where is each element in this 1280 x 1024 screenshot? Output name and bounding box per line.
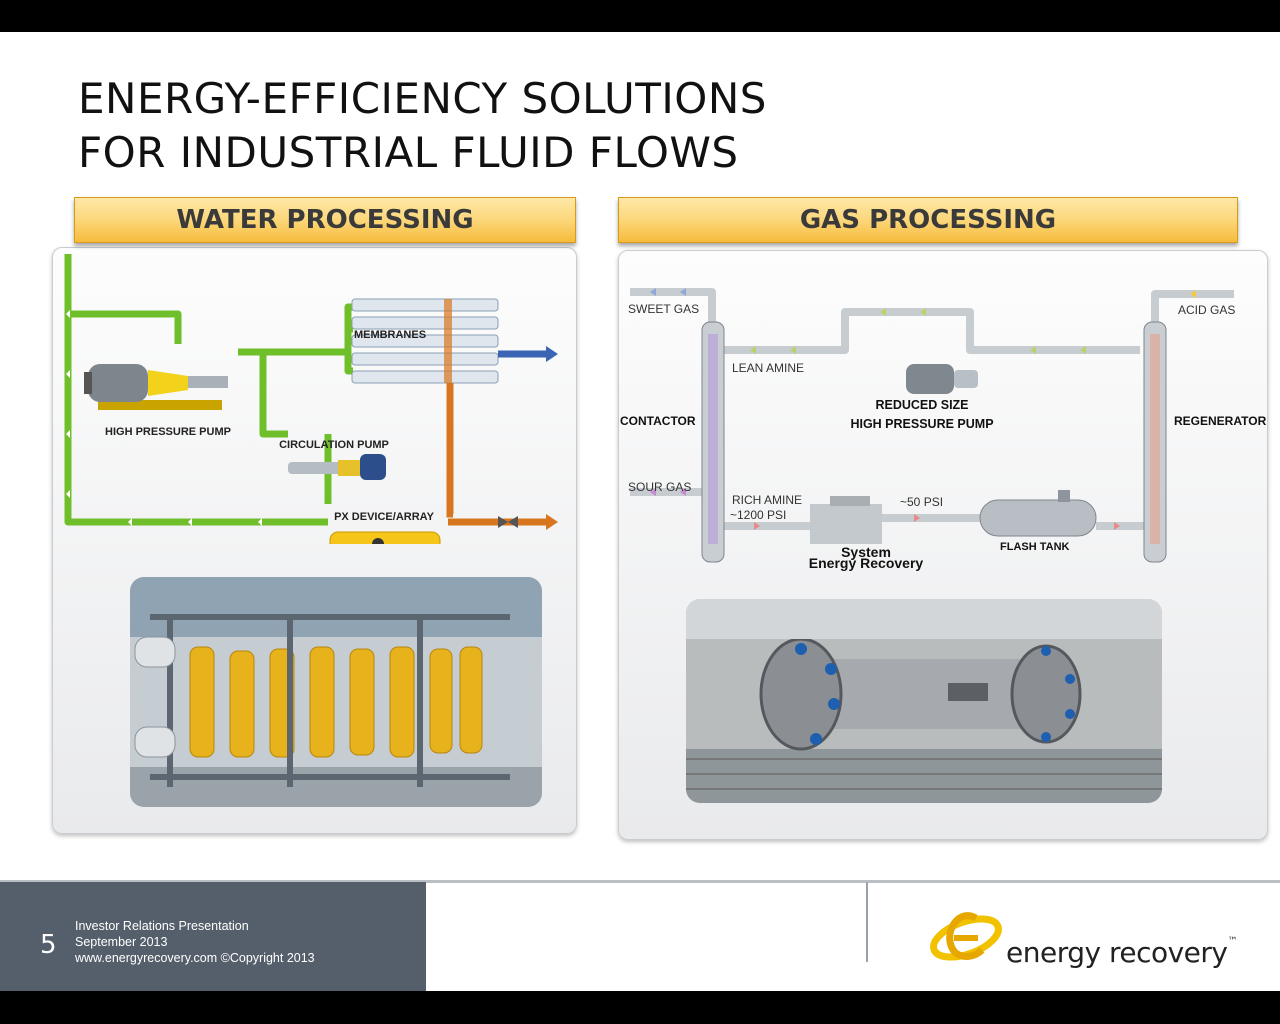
water-processing-heading: WATER PROCESSING bbox=[74, 197, 576, 243]
contactor-column bbox=[701, 321, 725, 563]
energy-recovery-logo-text: energy recovery™ bbox=[1006, 936, 1237, 969]
logo-trademark: ™ bbox=[1227, 936, 1238, 947]
footer-line-3: www.energyrecovery.com ©Copyright 2013 bbox=[75, 951, 315, 965]
reject-arrow bbox=[546, 514, 558, 530]
label-circulation-pump: CIRCULATION PUMP bbox=[279, 439, 389, 451]
px-device bbox=[329, 531, 441, 544]
label-reduced-size: REDUCED SIZE bbox=[875, 398, 968, 412]
slide: ENERGY-EFFICIENCY SOLUTIONS FOR INDUSTRI… bbox=[0, 32, 1280, 991]
gas-processing-heading: GAS PROCESSING bbox=[618, 197, 1238, 243]
flow-arrows-green bbox=[66, 310, 262, 526]
valve-icon bbox=[498, 516, 518, 528]
high-pressure-pump bbox=[84, 364, 228, 410]
footer-info-panel bbox=[0, 882, 426, 991]
flash-tank bbox=[979, 490, 1097, 537]
label-sweet-gas: SWEET GAS bbox=[628, 302, 699, 316]
label-rich-amine-psi: ~1200 PSI bbox=[730, 508, 786, 522]
label-regenerator: REGENERATOR bbox=[1174, 414, 1266, 428]
label-contactor: CONTACTOR bbox=[620, 414, 696, 428]
page-number: 5 bbox=[40, 930, 57, 960]
label-50-psi: ~50 PSI bbox=[900, 495, 943, 509]
footer-divider bbox=[0, 880, 1280, 883]
regenerator-column bbox=[1143, 321, 1167, 563]
label-ers-line1: Energy Recovery bbox=[809, 555, 924, 571]
label-hp-pump: HIGH PRESSURE PUMP bbox=[850, 417, 993, 431]
title-line-1: ENERGY-EFFICIENCY SOLUTIONS bbox=[78, 74, 767, 123]
circulation-pump bbox=[288, 454, 386, 480]
gas-process-diagram: SWEET GAS ACID GAS LEAN AMINE REDUCED SI… bbox=[620, 288, 1266, 571]
flow-arrows-gas bbox=[650, 288, 1196, 530]
membranes-array bbox=[351, 298, 499, 384]
water-plant-photo bbox=[130, 577, 542, 807]
label-sour-gas: SOUR GAS bbox=[628, 480, 691, 494]
label-rich-amine: RICH AMINE bbox=[732, 493, 802, 507]
label-px-device: PX DEVICE/ARRAY bbox=[334, 511, 435, 523]
energy-recovery-system bbox=[810, 496, 882, 544]
label-acid-gas: ACID GAS bbox=[1178, 303, 1235, 317]
footer-text: Investor Relations Presentation Septembe… bbox=[75, 918, 315, 966]
label-lean-amine: LEAN AMINE bbox=[732, 361, 804, 375]
permeate-arrow bbox=[546, 346, 558, 362]
water-process-diagram: MEMBRANES HIGH PRESSURE PUMP CIRCULATION… bbox=[64, 254, 558, 544]
label-membranes: MEMBRANES bbox=[354, 329, 426, 341]
label-flash-tank: FLASH TANK bbox=[1000, 541, 1070, 553]
energy-recovery-logo-icon bbox=[930, 912, 1002, 961]
gas-equipment-photo bbox=[686, 599, 1162, 803]
title-line-2: FOR INDUSTRIAL FLUID FLOWS bbox=[78, 128, 739, 177]
label-ers-line2: System bbox=[841, 544, 891, 560]
footer-line-1: Investor Relations Presentation bbox=[75, 919, 249, 933]
footer-separator bbox=[866, 882, 868, 962]
slide-title: ENERGY-EFFICIENCY SOLUTIONS FOR INDUSTRI… bbox=[78, 72, 978, 180]
logo-wordmark: energy recovery bbox=[1006, 936, 1228, 969]
footer-line-2: September 2013 bbox=[75, 935, 168, 949]
label-high-pressure-pump: HIGH PRESSURE PUMP bbox=[105, 426, 231, 438]
reduced-size-pump bbox=[906, 364, 978, 394]
